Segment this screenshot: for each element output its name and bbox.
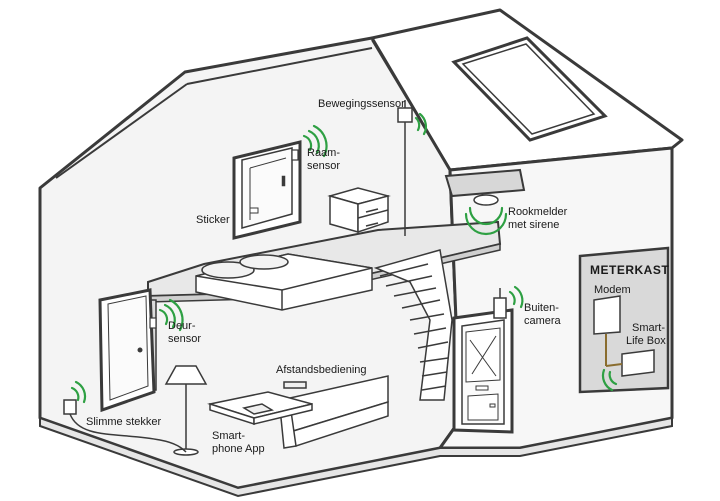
label-smoke-detector-line1: Rookmelder xyxy=(508,206,568,218)
skylight xyxy=(451,36,608,142)
label-smart-life-box-line2: Life Box xyxy=(626,335,666,347)
label-motion-sensor: Bewegingssensor xyxy=(318,98,405,110)
label-meterkast: METERKAST xyxy=(590,263,670,277)
label-smart-life-box-line1: Smart- xyxy=(632,322,665,334)
nightstand xyxy=(327,187,391,234)
door-sensor-device xyxy=(149,317,157,329)
interior-door xyxy=(98,288,156,413)
label-smartphone-app-line2: phone App xyxy=(212,443,265,455)
label-window-sensor-line2: sensor xyxy=(307,160,341,172)
sofa xyxy=(279,375,389,449)
smoke-detector-device xyxy=(473,194,499,206)
label-smart-plug: Slimme stekker xyxy=(86,416,162,428)
signal-waves xyxy=(70,112,618,404)
outdoor-camera-device xyxy=(493,288,507,319)
floor-lamp xyxy=(164,365,208,456)
bed xyxy=(195,253,373,311)
label-outdoor-camera-line1: Buiten- xyxy=(524,302,559,314)
label-outdoor-camera-line2: camera xyxy=(524,315,561,327)
label-sticker: Sticker xyxy=(196,214,230,226)
motion-sensor-device xyxy=(397,100,413,236)
front-door xyxy=(452,308,514,434)
ground-floor xyxy=(39,416,673,498)
ceiling-ledge xyxy=(444,168,526,198)
meterkast-panel xyxy=(578,246,670,394)
label-modem: Modem xyxy=(594,284,631,296)
label-smartphone-app-line1: Smart- xyxy=(212,430,245,442)
label-remote-control: Afstandsbediening xyxy=(276,364,367,376)
window xyxy=(232,140,302,240)
label-door-sensor-line2: sensor xyxy=(168,333,202,345)
label-window-sensor-line1: Raam- xyxy=(307,147,341,159)
smart-plug xyxy=(63,399,187,453)
staircase xyxy=(373,249,453,401)
coffee-table xyxy=(207,381,313,426)
window-sensor-device xyxy=(291,149,299,161)
label-door-sensor-line1: Deur- xyxy=(168,320,196,332)
label-smoke-detector-line2: met sirene xyxy=(508,219,560,231)
